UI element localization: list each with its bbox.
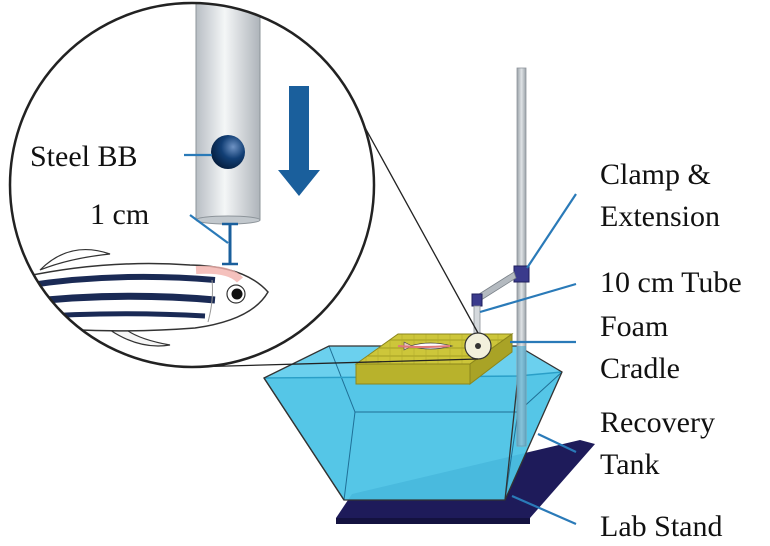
label-tank-line2: Tank (600, 448, 660, 481)
zoom-line-bottom (191, 358, 479, 368)
leader-lab-stand (511, 494, 577, 526)
steel-bb (211, 135, 245, 169)
label-tube: 10 cm Tube (600, 266, 742, 299)
label-clamp-line1: Clamp & (600, 158, 711, 191)
tank-water (264, 346, 562, 500)
clamp (513, 265, 530, 283)
label-1cm: 1 cm (90, 198, 149, 231)
leader-clamp (526, 193, 577, 269)
label-tank-line1: Recovery (600, 406, 715, 439)
label-foam-line1: Foam (600, 310, 668, 343)
leader-tank (537, 433, 577, 453)
magnified-inset (8, 1, 376, 369)
label-steel-bb: Steel BB (30, 140, 138, 173)
leader-tube (479, 282, 577, 314)
inset-tube (195, 3, 261, 221)
drop-direction-arrow-icon (278, 86, 320, 196)
label-foam-line2: Cradle (600, 352, 680, 385)
tube-holder (471, 293, 483, 307)
label-lab-stand: Lab Stand (600, 510, 722, 543)
leader-1cm (189, 214, 229, 244)
lab-stand-base-side (336, 518, 530, 524)
zoom-line-top (345, 92, 479, 334)
label-clamp-line2: Extension (600, 200, 720, 233)
